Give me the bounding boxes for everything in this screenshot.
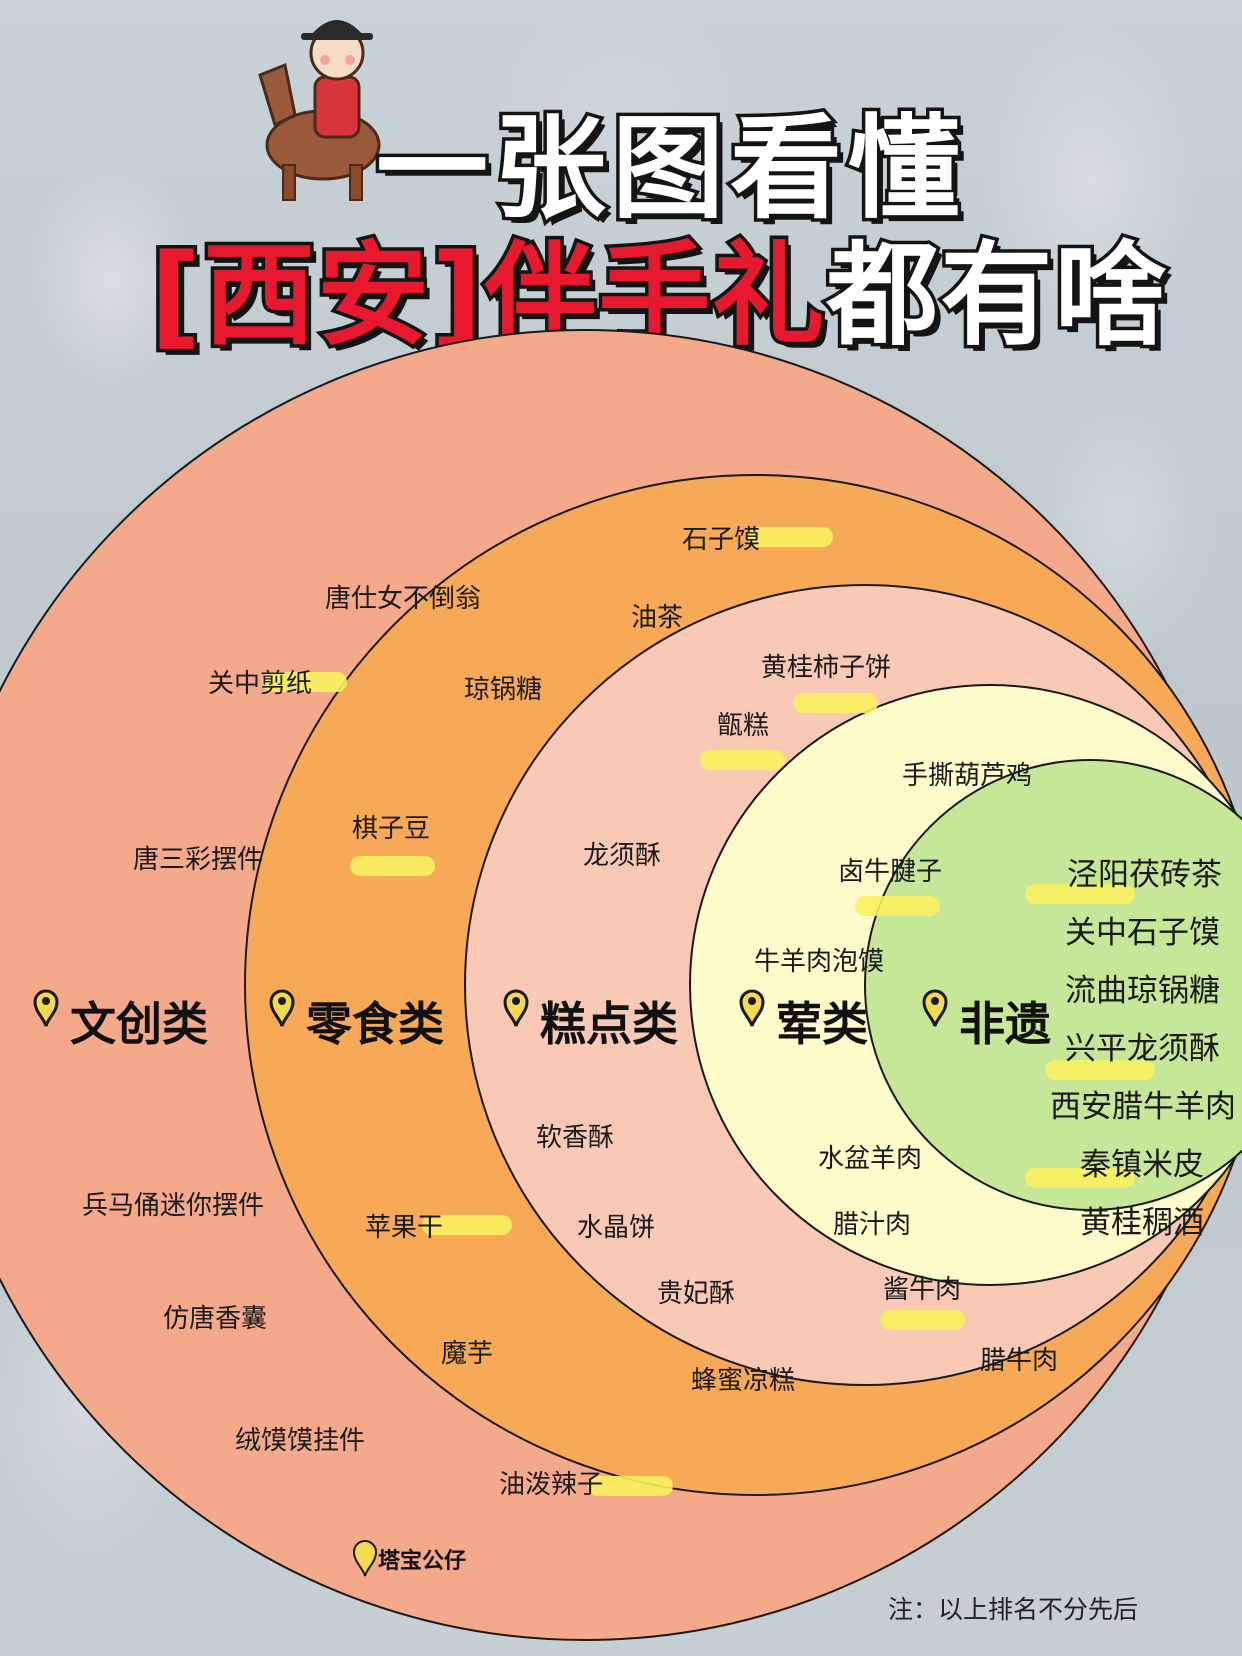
highlight-mark [1045,1060,1155,1080]
category-1-item: 仿唐香囊 [163,1304,267,1334]
category-1-item: 兵马俑迷你摆件 [82,1191,264,1221]
map-pin-dot [512,997,520,1005]
highlight-mark [1025,1168,1135,1188]
mascot-on-horse-icon [258,20,381,201]
category-5-item: 黄桂稠酒 [1080,1205,1204,1241]
category-3-item: 贵妃酥 [657,1279,735,1309]
category-label-4: 荤类 [776,997,868,1051]
map-pin-icon [922,989,948,1027]
map-pin-icon [739,989,765,1027]
highlight-mark [855,896,940,916]
category-2-item: 棋子豆 [352,814,430,844]
watermark: 塔宝公仔 [378,1548,466,1574]
category-3-item: 水晶饼 [577,1213,655,1243]
category-1-item: 唐仕女不倒翁 [325,584,481,614]
category-3-item: 蜂蜜凉糕 [691,1366,795,1396]
category-label-3: 糕点类 [540,997,678,1051]
map-pin-dot [278,997,286,1005]
category-4-item: 卤牛腱子 [838,857,942,887]
map-pin-icon [352,1540,378,1577]
highlight-mark [422,1215,512,1235]
category-5-item: 关中石子馍 [1065,915,1220,951]
category-4-item: 腊汁肉 [833,1210,911,1240]
ring-5-circle [864,759,1242,1211]
category-1-item: 关中剪纸 [208,669,312,699]
highlight-mark [700,750,785,770]
category-5-item: 泾阳茯砖茶 [1067,857,1222,893]
highlight-mark [748,527,833,547]
category-4-item: 手撕葫芦鸡 [902,761,1032,791]
map-pin-icon [503,989,529,1027]
map-pin-dot [748,997,756,1005]
map-pin-dot [931,997,939,1005]
highlight-mark [880,1310,965,1330]
map-pin-icon [269,989,295,1027]
category-label-1: 文创类 [70,997,208,1051]
category-3-item: 龙须酥 [583,841,661,871]
map-pin-dot [42,997,50,1005]
highlight-mark [588,1476,673,1496]
category-5-item: 西安腊牛羊肉 [1050,1089,1236,1125]
category-2-item: 魔芋 [441,1339,493,1369]
highlight-mark [793,693,878,713]
category-5-item: 秦镇米皮 [1080,1147,1204,1183]
category-1-item: 绒馍馍挂件 [235,1426,365,1456]
category-3-item: 黄桂柿子饼 [761,653,891,683]
title-line1: 一张图看懂 [373,101,966,238]
category-label-2: 零食类 [306,997,444,1051]
highlight-mark [350,856,435,876]
category-1-item: 唐三彩摆件 [133,845,263,875]
category-2-item: 油茶 [631,603,683,633]
category-2-item: 油泼辣子 [499,1470,603,1500]
footnote: 注：以上排名不分先后 [887,1595,1138,1624]
category-4-item: 水盆羊肉 [818,1144,922,1174]
category-4-item: 酱牛肉 [883,1275,961,1305]
category-5-item: 兴平龙须酥 [1065,1031,1220,1067]
highlight-mark [262,672,347,692]
category-3-item: 甑糕 [717,711,769,741]
map-pin-icon [33,989,59,1027]
title-tail: 都有啥 [823,228,1170,365]
category-2-item: 琼锅糖 [464,675,542,705]
category-2-item: 石子馍 [682,525,760,555]
title-line2: [西安]伴手礼都有啥 [146,205,1242,367]
category-3-item: 软香酥 [536,1123,614,1153]
category-2-item: 苹果干 [365,1213,443,1243]
highlight-mark [1025,884,1135,904]
category-4-item: 牛羊肉泡馍 [754,947,884,977]
category-label-5: 非遗 [959,997,1051,1051]
category-4-item: 腊牛肉 [980,1346,1058,1376]
category-5-item: 流曲琼锅糖 [1065,973,1220,1009]
